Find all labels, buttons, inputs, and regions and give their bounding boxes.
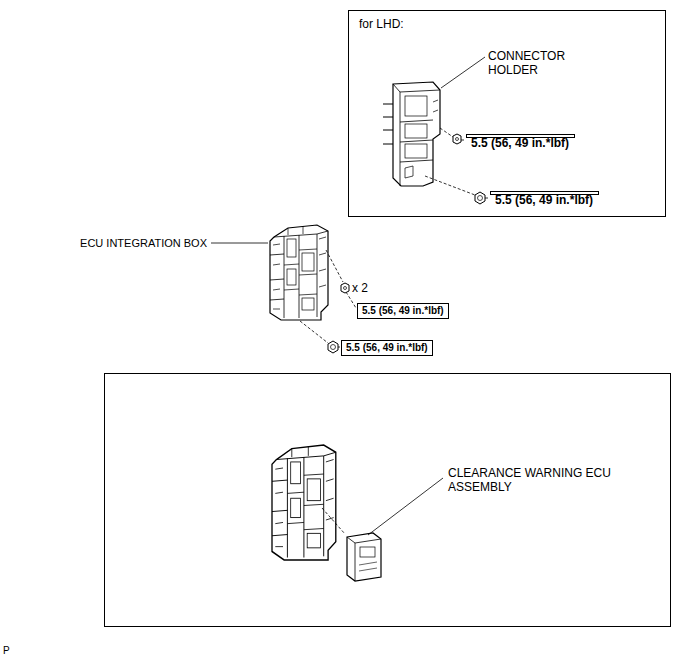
part-name: CONNECTOR HOLDER: [488, 49, 588, 77]
torque-spec: 5.5 (56, 49 in.*lbf): [490, 191, 599, 195]
torque-value: 5.5 (56, 49 in.*lbf): [471, 136, 569, 150]
torque-value: 5.5 (56, 49 in.*lbf): [346, 342, 428, 354]
detail-panel: for LHD:5.5 (56, 49 in.*lbf)5.5 (56, 49 …: [348, 10, 666, 217]
torque-value: 5.5 (56, 49 in.*lbf): [362, 305, 444, 317]
quantity: x 2: [352, 281, 368, 295]
panel-text: for LHD:: [359, 17, 479, 31]
torque-spec: 5.5 (56, 49 in.*lbf): [357, 303, 449, 319]
detail-panel: CLEARANCE WARNING ECU ASSEMBLY: [104, 373, 671, 627]
torque-spec: 5.5 (56, 49 in.*lbf): [466, 134, 575, 138]
panel-text: CLEARANCE WARNING ECU ASSEMBLY: [448, 466, 613, 494]
torque-spec: 5.5 (56, 49 in.*lbf): [341, 340, 433, 356]
figure-code: P: [3, 644, 10, 658]
torque-value: 5.5 (56, 49 in.*lbf): [495, 193, 593, 207]
part-name: ECU INTEGRATION BOX: [80, 236, 207, 250]
